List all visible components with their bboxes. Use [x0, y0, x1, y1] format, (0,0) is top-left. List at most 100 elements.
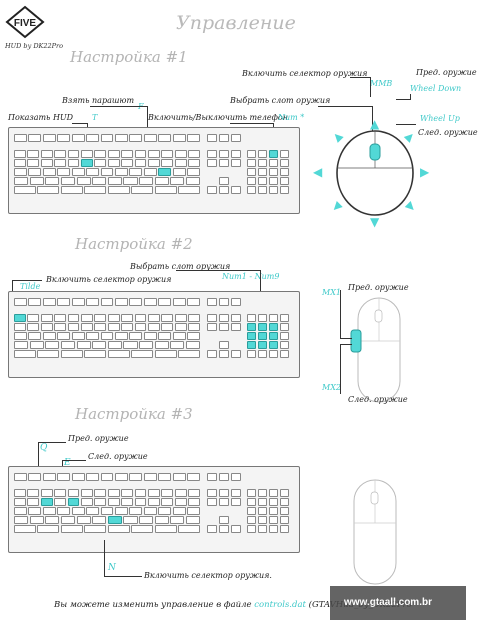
key — [219, 298, 229, 306]
key — [219, 134, 229, 142]
key — [86, 473, 100, 481]
numpad-key — [247, 507, 256, 515]
mouse-arrow-up: ▲ — [370, 117, 380, 131]
key — [107, 350, 130, 358]
key — [14, 159, 26, 167]
numpad-key — [258, 516, 267, 524]
numpad-key — [269, 350, 278, 358]
key — [67, 498, 80, 506]
keyboard-1 — [8, 127, 300, 214]
key — [54, 150, 67, 158]
key — [188, 323, 200, 331]
key — [143, 507, 157, 515]
numpad-key — [269, 314, 278, 322]
key — [107, 150, 120, 158]
key — [14, 525, 36, 533]
key — [42, 507, 56, 515]
numpad-key — [247, 150, 256, 158]
key — [231, 314, 241, 322]
key — [172, 332, 186, 340]
keyboard-3 — [8, 466, 300, 553]
key — [107, 498, 120, 506]
key — [154, 341, 169, 349]
key — [86, 332, 100, 340]
key — [107, 525, 130, 533]
key — [174, 159, 187, 167]
numpad-key — [280, 150, 289, 158]
key — [188, 150, 200, 158]
key — [219, 525, 229, 533]
key — [37, 350, 60, 358]
numpad-key — [258, 341, 267, 349]
key — [187, 134, 200, 142]
key — [187, 332, 200, 340]
label-weapon-selector-2: Включить селектор оружия — [46, 275, 172, 284]
label-tilde: Tilde — [20, 282, 41, 291]
key — [129, 332, 143, 340]
footer-file: controls.dat — [254, 600, 306, 610]
numpad-key — [247, 525, 256, 533]
label-weapon-selector-3: Включить селектор оружия. — [144, 571, 272, 580]
key — [187, 507, 200, 515]
key — [131, 525, 154, 533]
key — [54, 159, 67, 167]
key — [161, 150, 174, 158]
key — [60, 186, 83, 194]
key — [27, 498, 40, 506]
watermark: www.gtaall.com.br — [330, 586, 466, 620]
label-hud-key: T — [92, 113, 98, 122]
key — [188, 489, 200, 497]
key — [147, 314, 160, 322]
key — [76, 516, 91, 524]
key — [14, 507, 27, 515]
key — [231, 498, 241, 506]
key — [71, 298, 85, 306]
key — [27, 314, 40, 322]
key — [188, 159, 200, 167]
numpad-key — [269, 489, 278, 497]
key — [207, 314, 217, 322]
mouse-3 — [348, 478, 404, 588]
key — [231, 298, 241, 306]
key — [45, 516, 60, 524]
key — [178, 350, 200, 358]
key — [158, 332, 172, 340]
key — [107, 159, 120, 167]
key — [42, 473, 56, 481]
key — [121, 489, 134, 497]
key — [14, 332, 27, 340]
numpad-key — [247, 498, 256, 506]
key — [28, 298, 42, 306]
numpad-key — [280, 323, 289, 331]
mouse-1 — [330, 118, 420, 228]
key — [54, 314, 67, 322]
key — [129, 298, 143, 306]
numpad-key — [280, 489, 289, 497]
numpad-key — [269, 159, 278, 167]
key — [147, 323, 160, 331]
key — [231, 323, 241, 331]
key — [86, 168, 100, 176]
key — [154, 350, 177, 358]
key — [207, 525, 217, 533]
key — [143, 298, 157, 306]
key — [76, 177, 91, 185]
footer-main: Вы можете изменить управление в файле — [54, 600, 252, 610]
key — [54, 323, 67, 331]
key — [14, 489, 26, 497]
key — [27, 323, 40, 331]
key — [172, 298, 186, 306]
label-e: E — [64, 458, 71, 468]
key — [71, 473, 85, 481]
mouse-arrow-left: ◀ — [313, 165, 323, 179]
key — [231, 134, 241, 142]
key — [86, 134, 100, 142]
key — [158, 507, 172, 515]
key — [42, 298, 56, 306]
key — [60, 177, 75, 185]
key — [76, 341, 91, 349]
key — [100, 473, 114, 481]
key — [134, 323, 147, 331]
key — [154, 186, 177, 194]
key — [100, 507, 114, 515]
